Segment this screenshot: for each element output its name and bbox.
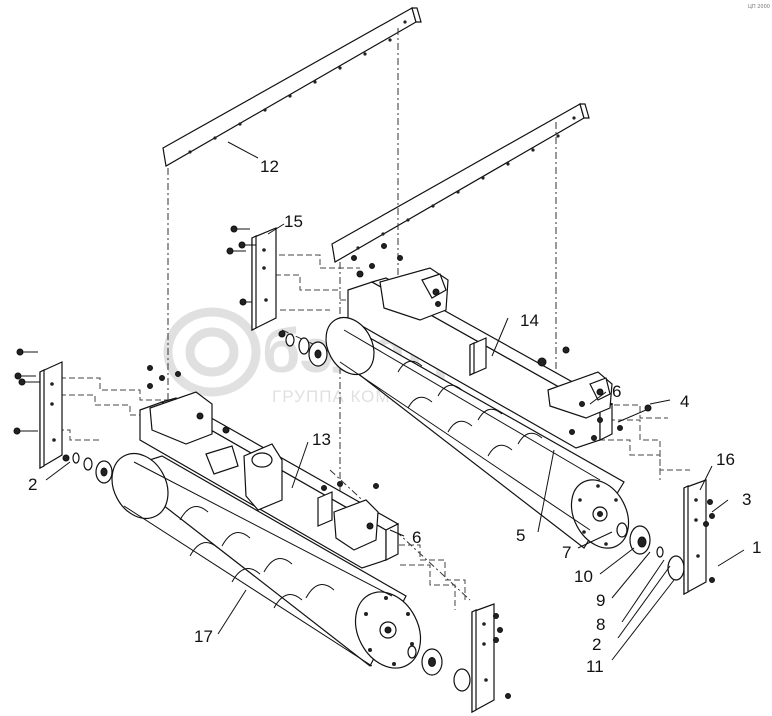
watermark-logo-icon (163, 307, 261, 397)
callout-2-right: 2 (592, 635, 601, 654)
callout-17: 17 (194, 627, 213, 646)
bearing-stack-right (616, 522, 685, 581)
bracket-front-upper (149, 391, 213, 445)
callout-3: 3 (742, 490, 751, 509)
roller-rear (325, 316, 630, 549)
callout-16: 16 (716, 450, 735, 469)
callout-9: 9 (596, 591, 605, 610)
bolt-group-4 (591, 404, 652, 441)
callout-5: 5 (516, 526, 525, 545)
corner-mark: ЦП 2000 (748, 4, 770, 10)
callout-15: 15 (284, 212, 303, 231)
callout-10: 10 (574, 567, 593, 586)
bolts-left (13, 348, 70, 462)
roller-front (111, 452, 422, 669)
mounting-bar-front (331, 103, 590, 263)
bearing-stack-bottom (407, 645, 471, 692)
bracket-front-lower (333, 499, 379, 551)
callout-12: 12 (260, 157, 279, 176)
bearing-stack-upper (285, 333, 328, 367)
callout-11: 11 (586, 657, 604, 676)
callout-7: 7 (562, 543, 571, 562)
frame-front (139, 365, 400, 569)
center-mount (205, 443, 283, 511)
side-plate-left (13, 348, 70, 470)
callout-6-upper: 6 (612, 382, 621, 401)
callout-13: 13 (312, 430, 331, 449)
bolts-upper-left (226, 225, 286, 338)
bearing-stack-left (72, 452, 113, 484)
bracket-rear-lower (547, 371, 613, 419)
mounting-bar-rear (162, 7, 422, 167)
leader-lines (45, 141, 745, 661)
side-plate-bottom (471, 603, 511, 714)
callout-4: 4 (680, 392, 689, 411)
callout-8: 8 (596, 615, 605, 634)
callout-1: 1 (752, 538, 761, 557)
callout-14: 14 (520, 311, 539, 330)
side-plate-upper-left (226, 225, 286, 338)
stepped-projection-lines (40, 254, 690, 610)
bolts-bottom (493, 613, 511, 699)
side-plate-right (683, 479, 715, 596)
callout-6-lower: 6 (412, 528, 421, 547)
callouts: 12 15 14 6 4 13 2 16 3 1 6 5 7 10 9 8 2 … (28, 157, 761, 676)
callout-2-left: 2 (28, 475, 37, 494)
bracket-rear-upper (379, 267, 449, 321)
frame-rear (347, 243, 614, 449)
clamp-14 (469, 337, 487, 376)
bolts-right (703, 499, 715, 583)
